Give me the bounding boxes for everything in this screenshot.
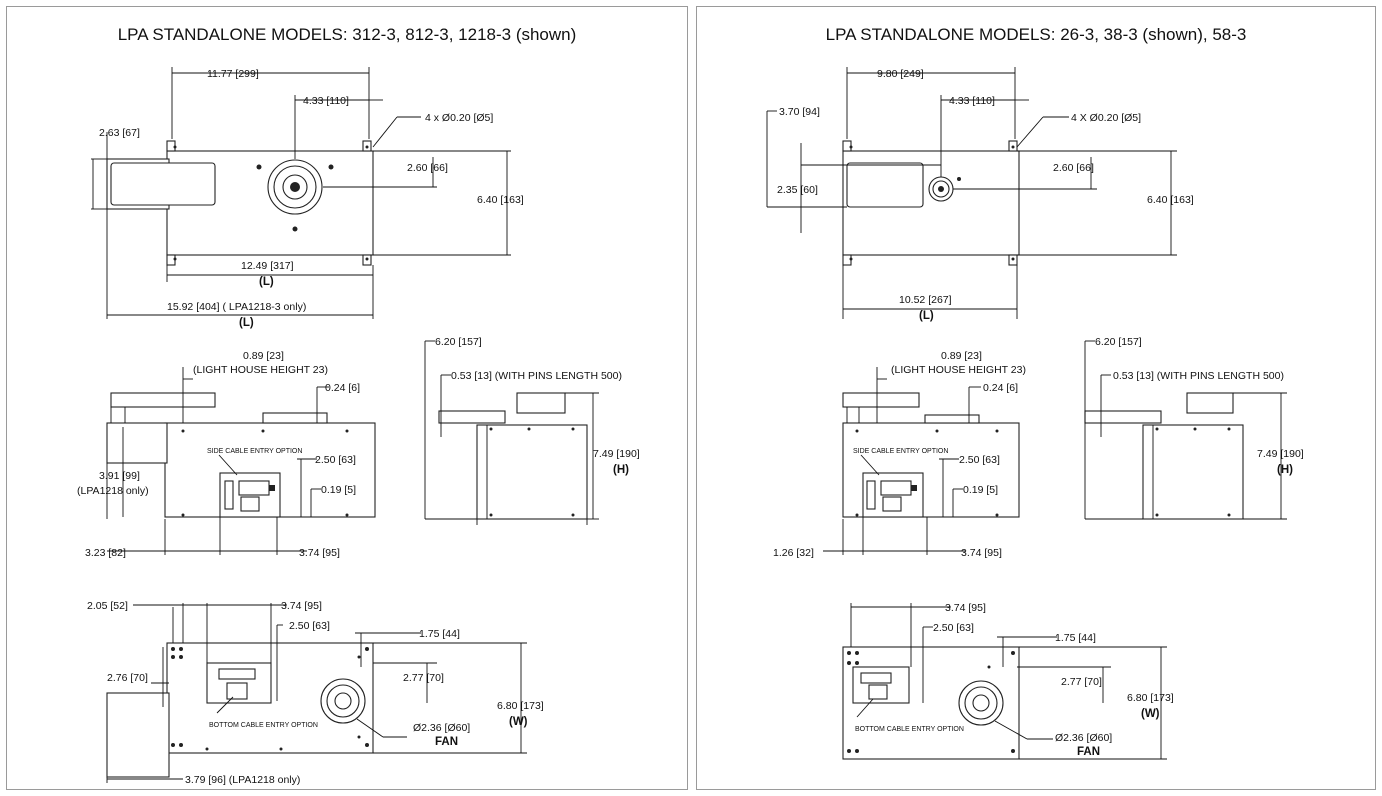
right-end-height-label: 7.49 [190] xyxy=(1257,448,1304,460)
left-drawing-panel: LPA STANDALONE MODELS: 312-3, 812-3, 121… xyxy=(6,6,688,790)
right-top-hole-offset-label: 4.33 [110] xyxy=(949,95,995,107)
right-bottom-fan-height-label: 2.77 [70] xyxy=(1061,676,1102,688)
left-side-left-height-label: 3.91 [99] xyxy=(99,470,140,482)
left-side-pin-label: 0.24 [6] xyxy=(325,382,360,394)
right-bottom-fan-dia-label: Ø2.36 [Ø60] xyxy=(1055,732,1112,744)
right-drawing: 9.80 [249] 4.33 [110] 4 X Ø0.20 [Ø5] 3.7… xyxy=(766,67,1304,760)
right-side-cable-note: SIDE CABLE ENTRY OPTION xyxy=(853,448,948,455)
left-bottom-side-height-label: 2.76 [70] xyxy=(107,672,148,684)
left-top-hole-offset-label: 4.33 [110] xyxy=(303,95,349,107)
right-bottom-fan-offset-label: 1.75 [44] xyxy=(1055,632,1096,644)
left-bottom-fan-dia-label: Ø2.36 [Ø60] xyxy=(413,722,470,734)
left-bottom-cable-note: BOTTOM CABLE ENTRY OPTION xyxy=(209,722,318,729)
left-side-cable-note: SIDE CABLE ENTRY OPTION xyxy=(207,448,302,455)
left-side-left-height-note: (LPA1218 only) xyxy=(77,485,149,497)
left-end-total-height-label: 6.20 [157] xyxy=(435,336,482,348)
right-panel-title: LPA STANDALONE MODELS: 26-3, 38-3 (shown… xyxy=(825,25,1247,44)
left-end-height-tag: (H) xyxy=(613,464,629,476)
right-end-total-height-label: 6.20 [157] xyxy=(1095,336,1142,348)
right-end-view: 6.20 [157] 0.53 [13] (WITH PINS LENGTH 5… xyxy=(1084,336,1304,520)
right-bottom-fan-label: FAN xyxy=(1077,746,1100,758)
left-top-length-tag: (L) xyxy=(259,276,274,288)
left-top-center-height-label: 2.60 [66] xyxy=(407,162,448,174)
left-top-view: 11.77 [299] 4.33 [110] 4 x Ø0.20 [Ø5] 2.… xyxy=(91,67,524,329)
right-side-cable-height-label: 2.50 [63] xyxy=(959,454,1000,466)
right-bottom-view: 3.74 [95] 2.50 [63] 1.75 [44] 2.77 [70] … xyxy=(842,602,1174,760)
left-side-view: 0.89 [23] (LIGHT HOUSE HEIGHT 23) 0.24 [… xyxy=(77,350,376,559)
left-side-bottom-left-label: 3.23 [82] xyxy=(85,547,126,559)
left-side-cable-height-label: 2.50 [63] xyxy=(315,454,356,466)
right-side-bottom-right-label: 3.74 [95] xyxy=(961,547,1002,559)
right-top-depth-label: 6.40 [163] xyxy=(1147,194,1194,206)
left-bottom-width-label: 6.80 [173] xyxy=(497,700,544,712)
left-top-depth-label: 6.40 [163] xyxy=(477,194,524,206)
left-top-length-label: 12.49 [317] xyxy=(241,260,294,272)
left-bottom-left-offset-label: 2.05 [52] xyxy=(87,600,128,612)
right-side-pin-label: 0.24 [6] xyxy=(983,382,1018,394)
left-bottom-width-tag: (W) xyxy=(509,716,528,728)
left-panel-title: LPA STANDALONE MODELS: 312-3, 812-3, 121… xyxy=(117,25,577,44)
right-end-pins-label: 0.53 [13] (WITH PINS LENGTH 500) xyxy=(1113,370,1284,382)
left-end-pins-label: 0.53 [13] (WITH PINS LENGTH 500) xyxy=(451,370,622,382)
left-top-left-offset-label: 2.63 [67] xyxy=(99,127,140,139)
left-bottom-fan-height-label: 2.77 [70] xyxy=(403,672,444,684)
left-bottom-conn-offset-label: 3.74 [95] xyxy=(281,600,322,612)
left-end-height-label: 7.49 [190] xyxy=(593,448,640,460)
right-top-left-mid-label: 2.35 [60] xyxy=(777,184,818,196)
right-bottom-cable-note: BOTTOM CABLE ENTRY OPTION xyxy=(855,726,964,733)
right-bottom-conn-offset-label: 3.74 [95] xyxy=(945,602,986,614)
left-side-bottom-right-label: 3.74 [95] xyxy=(299,547,340,559)
right-side-lh-height-label: 0.89 [23] xyxy=(941,350,982,362)
right-bottom-width-label: 6.80 [173] xyxy=(1127,692,1174,704)
right-top-left-top-label: 3.70 [94] xyxy=(779,106,820,118)
left-side-base-label: 0.19 [5] xyxy=(321,484,356,496)
left-bottom-extension-label: 3.79 [96] (LPA1218 only) xyxy=(185,774,300,786)
right-top-length-label: 10.52 [267] xyxy=(899,294,952,306)
right-top-width-label: 9.80 [249] xyxy=(877,68,924,80)
left-bottom-fan-offset-label: 1.75 [44] xyxy=(419,628,460,640)
right-bottom-conn-height-label: 2.50 [63] xyxy=(933,622,974,634)
left-side-lh-height-label: 0.89 [23] xyxy=(243,350,284,362)
left-drawing: 11.77 [299] 4.33 [110] 4 x Ø0.20 [Ø5] 2.… xyxy=(77,67,640,786)
left-top-long-length-tag: (L) xyxy=(239,317,254,329)
left-side-lh-note: (LIGHT HOUSE HEIGHT 23) xyxy=(193,364,328,376)
right-side-view: 0.89 [23] (LIGHT HOUSE HEIGHT 23) 0.24 [… xyxy=(773,350,1026,559)
left-bottom-view: 2.05 [52] 3.74 [95] 2.50 [63] 1.75 [44] … xyxy=(87,600,544,786)
right-side-lh-note: (LIGHT HOUSE HEIGHT 23) xyxy=(891,364,1026,376)
right-end-height-tag: (H) xyxy=(1277,464,1293,476)
left-bottom-fan-label: FAN xyxy=(435,736,458,748)
right-top-holes-label: 4 X Ø0.20 [Ø5] xyxy=(1071,112,1141,124)
right-side-base-label: 0.19 [5] xyxy=(963,484,998,496)
right-bottom-width-tag: (W) xyxy=(1141,708,1160,720)
left-top-width-label: 11.77 [299] xyxy=(207,68,259,80)
right-side-bottom-left-label: 1.26 [32] xyxy=(773,547,814,559)
left-top-holes-label: 4 x Ø0.20 [Ø5] xyxy=(425,112,493,124)
left-bottom-conn-height-label: 2.50 [63] xyxy=(289,620,330,632)
right-top-length-tag: (L) xyxy=(919,310,934,322)
left-end-view: 6.20 [157] 0.53 [13] (WITH PINS LENGTH 5… xyxy=(424,336,640,525)
right-drawing-panel: LPA STANDALONE MODELS: 26-3, 38-3 (shown… xyxy=(696,6,1376,790)
left-top-long-length-label: 15.92 [404] ( LPA1218-3 only) xyxy=(167,301,306,313)
right-top-center-height-label: 2.60 [66] xyxy=(1053,162,1094,174)
right-top-view: 9.80 [249] 4.33 [110] 4 X Ø0.20 [Ø5] 3.7… xyxy=(766,67,1194,322)
